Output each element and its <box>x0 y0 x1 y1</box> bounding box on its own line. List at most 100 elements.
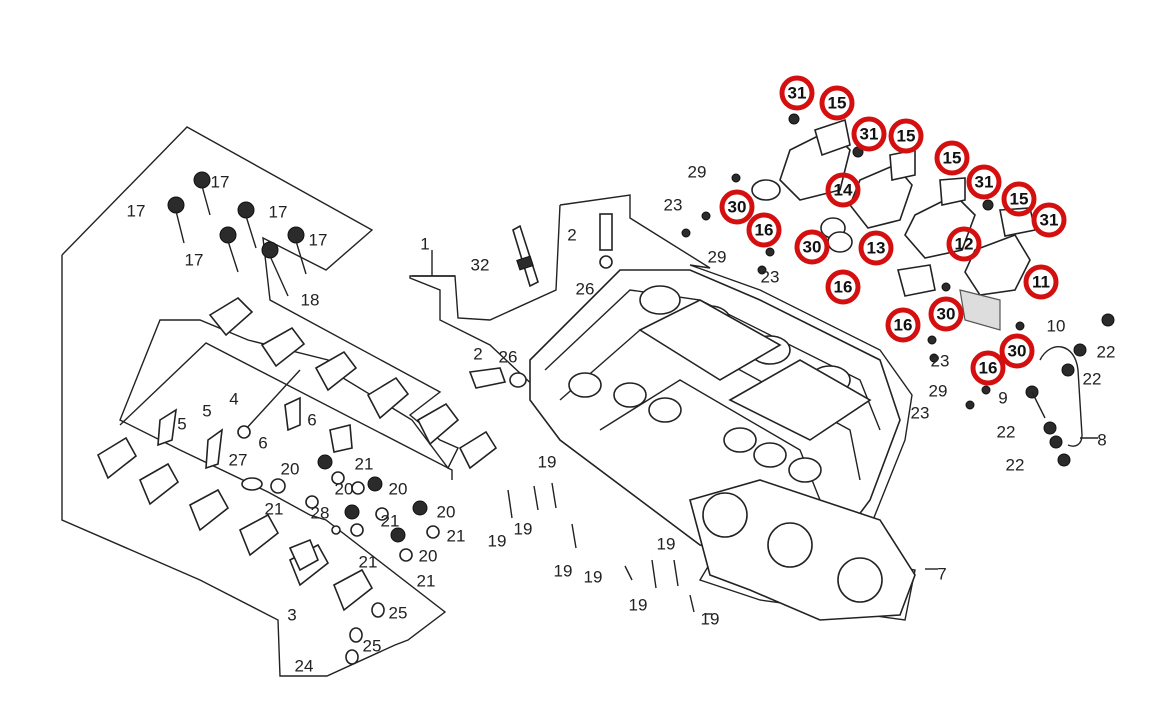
highlighted-callout-12: 12 <box>946 226 982 262</box>
callout-23: 23 <box>664 195 683 214</box>
callout-32: 32 <box>471 255 490 274</box>
callout-7: 7 <box>937 564 946 583</box>
callout-18: 18 <box>301 290 320 309</box>
callout-21: 21 <box>381 511 400 530</box>
highlight-ring <box>928 296 964 332</box>
callout-2: 2 <box>567 225 576 244</box>
callout-10: 10 <box>1047 316 1066 335</box>
highlight-ring <box>719 189 755 225</box>
highlighted-callout-30: 30 <box>999 333 1035 369</box>
highlighted-callout-16: 16 <box>746 212 782 248</box>
callout-19: 19 <box>554 561 573 580</box>
callout-5: 5 <box>177 414 186 433</box>
callout-20: 20 <box>437 502 456 521</box>
leader-lines <box>412 250 1098 615</box>
callout-9: 9 <box>998 388 1007 407</box>
highlighted-callout-15: 15 <box>888 118 924 154</box>
highlight-label: 30 <box>803 237 822 256</box>
cam-holders <box>96 296 498 612</box>
callout-17: 17 <box>269 202 288 221</box>
callout-19: 19 <box>701 609 720 628</box>
callout-25: 25 <box>363 636 382 655</box>
highlighted-callout-14: 14 <box>825 172 861 208</box>
callout-27: 27 <box>229 450 248 469</box>
highlighted-callout-16: 16 <box>825 269 861 305</box>
callout-17: 17 <box>309 230 328 249</box>
highlight-ring <box>970 350 1006 386</box>
highlighted-callout-30: 30 <box>794 229 830 265</box>
studs <box>507 482 695 613</box>
callout-28: 28 <box>311 503 330 522</box>
highlight-ring <box>888 118 924 154</box>
highlight-label: 16 <box>755 220 774 239</box>
callout-20: 20 <box>389 479 408 498</box>
callout-29: 29 <box>708 247 727 266</box>
callout-22: 22 <box>1083 369 1102 388</box>
head-gasket <box>689 479 916 621</box>
callout-23: 23 <box>911 403 930 422</box>
highlight-label: 31 <box>975 172 994 191</box>
highlighted-callout-16: 16 <box>970 350 1006 386</box>
callout-29: 29 <box>688 162 707 181</box>
highlighted-callout-31: 31 <box>966 164 1002 200</box>
highlight-ring <box>746 212 782 248</box>
callout-26: 26 <box>499 347 518 366</box>
callout-22: 22 <box>1097 342 1116 361</box>
highlight-label: 31 <box>1040 210 1059 229</box>
highlight-ring <box>825 269 861 305</box>
callout-24: 24 <box>295 656 314 675</box>
callout-21: 21 <box>417 571 436 590</box>
callout-25: 25 <box>389 603 408 622</box>
callout-21: 21 <box>447 526 466 545</box>
callout-3: 3 <box>287 605 296 624</box>
spark-plug <box>512 224 539 288</box>
highlighted-callout-16: 16 <box>885 307 921 343</box>
callout-2: 2 <box>473 344 482 363</box>
callout-23: 23 <box>761 267 780 286</box>
callout-20: 20 <box>419 546 438 565</box>
highlight-label: 31 <box>788 83 807 102</box>
highlighted-callout-31: 31 <box>851 116 887 152</box>
highlight-ring <box>946 226 982 262</box>
highlighted-callout-31: 31 <box>779 75 815 111</box>
highlight-label: 15 <box>828 93 847 112</box>
callout-4: 4 <box>229 389 238 408</box>
callout-19: 19 <box>584 567 603 586</box>
callout-17: 17 <box>185 250 204 269</box>
highlight-ring <box>825 172 861 208</box>
callout-6: 6 <box>258 433 267 452</box>
callout-8: 8 <box>1097 430 1106 449</box>
highlight-ring <box>966 164 1002 200</box>
highlight-ring <box>999 333 1035 369</box>
highlighted-callout-15: 15 <box>819 85 855 121</box>
highlight-ring <box>819 85 855 121</box>
highlight-label: 11 <box>1032 272 1050 291</box>
callout-1: 1 <box>420 234 429 253</box>
callout-26: 26 <box>576 279 595 298</box>
highlight-ring <box>934 140 970 176</box>
highlight-ring <box>851 116 887 152</box>
highlight-ring <box>885 307 921 343</box>
callout-19: 19 <box>629 595 648 614</box>
highlighted-callout-31: 31 <box>1031 202 1067 238</box>
highlight-label: 30 <box>728 197 747 216</box>
highlighted-callout-11: 11 <box>1023 264 1059 300</box>
highlight-label: 14 <box>834 180 853 199</box>
head-bolts <box>167 171 307 297</box>
highlight-ring <box>1031 202 1067 238</box>
highlighted-callout-30: 30 <box>928 296 964 332</box>
callout-6: 6 <box>307 410 316 429</box>
callout-19: 19 <box>657 534 676 553</box>
highlighted-callout-15: 15 <box>1001 181 1037 217</box>
oil-pipe <box>1025 313 1115 467</box>
highlight-label: 30 <box>937 304 956 323</box>
callout-21: 21 <box>355 454 374 473</box>
callout-19: 19 <box>514 519 533 538</box>
rocker-arm-group-outline <box>61 126 459 677</box>
callout-29: 29 <box>929 381 948 400</box>
callout-21: 21 <box>265 499 284 518</box>
highlight-ring <box>779 75 815 111</box>
